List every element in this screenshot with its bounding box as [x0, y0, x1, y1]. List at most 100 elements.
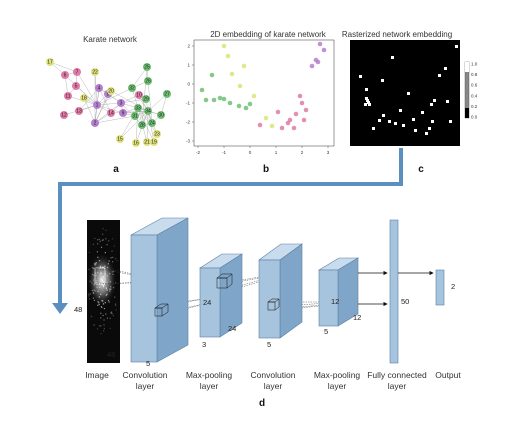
network-edge — [64, 74, 98, 106]
input-image-speck — [99, 273, 102, 275]
y-tick-label: 1 — [187, 63, 190, 68]
label-pool1-line1: Max-pooling — [186, 370, 233, 380]
network-node — [138, 121, 146, 129]
scatter-point — [293, 111, 299, 117]
network-node-label: 22 — [92, 69, 98, 75]
input-image-speck — [88, 251, 90, 253]
input-image-speck — [102, 300, 104, 302]
label-fc-line2: layer — [388, 381, 407, 391]
input-image-speck — [102, 239, 104, 241]
input-image-speck — [92, 279, 95, 281]
colorbar-tick-label: 0.8 — [471, 72, 478, 77]
network-node-label: 34 — [145, 108, 151, 114]
network-node-label: 13 — [76, 108, 82, 114]
input-image-speck — [98, 303, 100, 306]
input-image-speck — [96, 286, 98, 288]
colorbar-tick-label: 0.6 — [471, 83, 478, 88]
input-image-speck — [110, 286, 112, 288]
input-image-speck — [107, 299, 110, 302]
network-node — [107, 87, 115, 95]
input-image-glow — [87, 252, 117, 308]
input-image-speck — [89, 280, 91, 282]
input-image-speck — [96, 328, 99, 330]
scatter-point — [257, 122, 263, 128]
x-tick-label: 3 — [327, 150, 330, 155]
conv1-depth: 5 — [146, 359, 150, 368]
pool1-width: 24 — [228, 324, 236, 333]
network-node-label: 29 — [143, 96, 149, 102]
x-tick-label: 2 — [301, 150, 304, 155]
input-image-speck — [99, 286, 101, 288]
scatter-point — [236, 103, 242, 109]
raster-image — [350, 40, 460, 146]
x-tick-label: 1 — [275, 150, 278, 155]
input-image-speck — [109, 288, 111, 290]
input-width: 48 — [107, 350, 115, 359]
pool2-depth: 5 — [324, 327, 328, 336]
input-image-speck — [88, 268, 90, 271]
scatter-point — [229, 71, 235, 77]
scatter-point — [291, 125, 297, 131]
conv2-depth: 5 — [267, 340, 271, 349]
scatter-point — [209, 72, 215, 78]
network-node — [150, 138, 158, 146]
input-image-speck — [97, 304, 99, 306]
network-edge — [110, 110, 149, 114]
input-image-speck — [102, 227, 104, 230]
network-node — [80, 94, 88, 102]
network-edge — [96, 87, 133, 106]
scatter-points — [199, 41, 327, 131]
scatter-point — [287, 117, 293, 123]
network-node-label: 5 — [75, 83, 78, 89]
input-image-speck — [95, 281, 98, 284]
network-node — [163, 90, 171, 98]
raster-pixel — [412, 118, 415, 121]
network-edge — [131, 66, 148, 89]
network-node-label: 27 — [164, 91, 170, 97]
input-image-speck — [100, 293, 102, 295]
network-node — [157, 111, 165, 119]
network-edge — [147, 80, 153, 124]
network-node — [91, 119, 99, 127]
network-node-label: 16 — [133, 140, 139, 146]
colorbar-tick-label: 0.0 — [471, 115, 478, 120]
input-height: 48 — [74, 305, 82, 314]
network-node-label: 12 — [61, 112, 67, 118]
scatter-point — [313, 57, 319, 63]
label-conv2-line1: Convolution — [251, 370, 296, 380]
x-tick-label: 0 — [249, 150, 252, 155]
raster-pixel — [359, 75, 362, 78]
scatter-point — [199, 87, 205, 93]
panel-a-title: Karate network — [83, 35, 138, 44]
label-fc-line1: Fully connected — [367, 370, 427, 380]
label-pool1-line2: layer — [200, 381, 219, 391]
network-node — [119, 109, 127, 117]
pool2-height: 12 — [331, 297, 339, 306]
input-image-speck — [100, 333, 102, 335]
raster-pixel — [365, 97, 368, 100]
y-tick-label: 2 — [187, 44, 190, 49]
input-image-speck — [115, 309, 117, 311]
pool1-depth: 3 — [202, 340, 206, 349]
input-image-speck — [96, 280, 98, 282]
raster-pixel — [449, 120, 452, 123]
input-image-speck — [94, 324, 96, 326]
input-image-speck — [102, 280, 104, 282]
input-image-speck — [95, 282, 97, 284]
input-image-speck — [101, 239, 104, 241]
raster-pixel — [425, 132, 428, 135]
raster-pixels — [359, 45, 458, 135]
network-edge — [83, 97, 96, 124]
pool1-height: 24 — [203, 298, 211, 307]
network-edge — [146, 110, 149, 143]
input-image-speck — [93, 284, 95, 286]
input-image-speck — [112, 261, 114, 263]
input-image-speck — [110, 311, 112, 314]
fc-size: 50 — [401, 297, 409, 306]
input-image-speck — [114, 258, 117, 260]
input-image-speck — [102, 314, 104, 317]
y-tick-label: -3 — [186, 139, 190, 144]
label-pool2-line1: Max-pooling — [314, 370, 361, 380]
network-node-label: 9 — [122, 110, 125, 116]
